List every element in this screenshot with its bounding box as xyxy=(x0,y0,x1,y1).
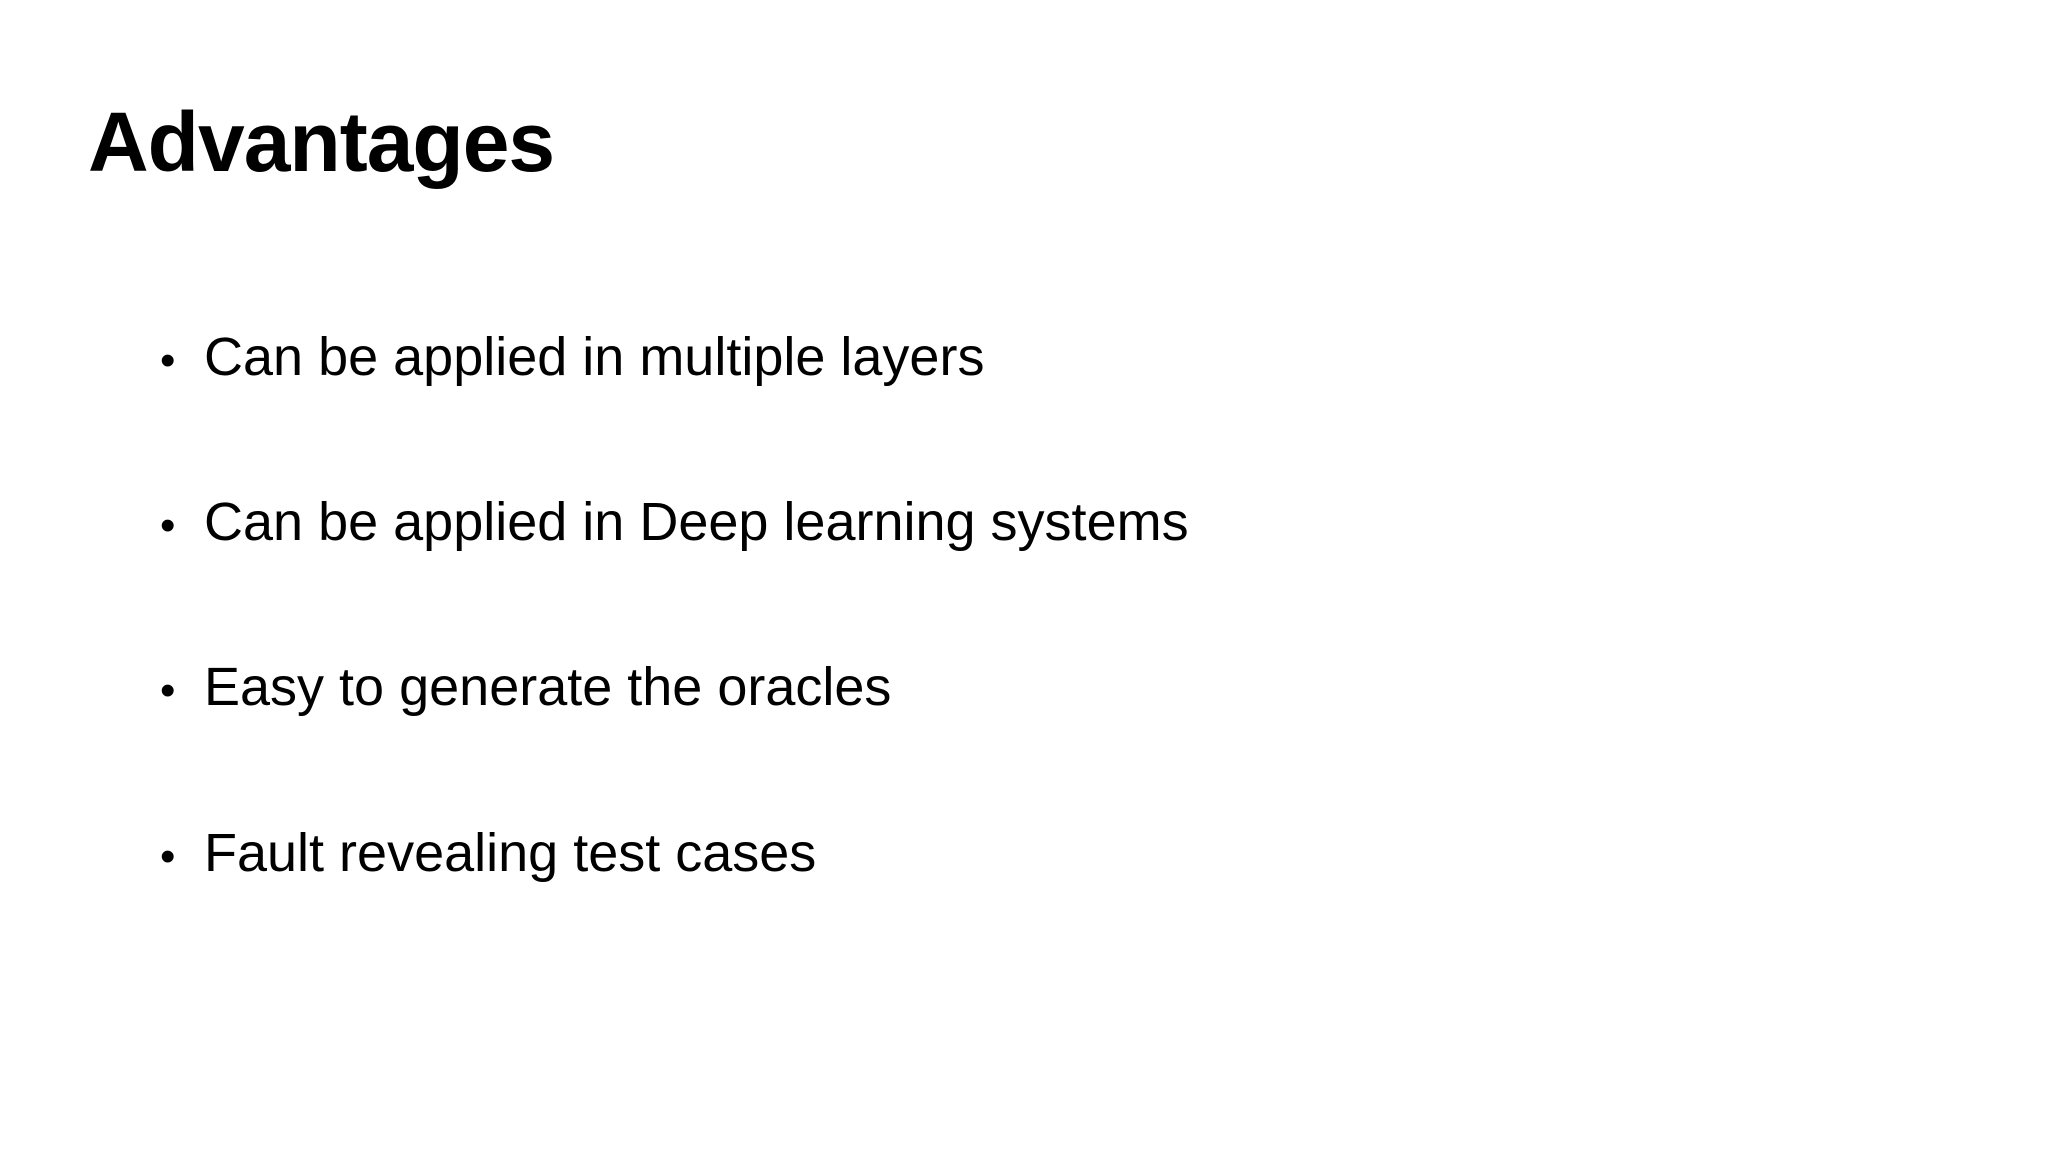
bullet-marker-icon: • xyxy=(160,666,176,716)
slide-title: Advantages xyxy=(88,95,555,189)
bullet-text: Easy to generate the oracles xyxy=(204,657,892,718)
bullet-item: • Can be applied in multiple layers xyxy=(160,322,1189,392)
bullet-text: Fault revealing test cases xyxy=(204,822,817,883)
bullet-list: • Can be applied in multiple layers • Ca… xyxy=(160,322,1189,888)
bullet-item: • Can be applied in Deep learning system… xyxy=(160,487,1189,557)
bullet-item: • Fault revealing test cases xyxy=(160,818,1189,888)
bullet-marker-icon: • xyxy=(160,336,176,385)
bullet-item: • Easy to generate the oracles xyxy=(160,652,1189,722)
bullet-text: Can be applied in multiple layers xyxy=(204,327,985,387)
bullet-marker-icon: • xyxy=(160,831,176,881)
bullet-text: Can be applied in Deep learning systems xyxy=(204,492,1189,553)
bullet-marker-icon: • xyxy=(160,501,176,551)
